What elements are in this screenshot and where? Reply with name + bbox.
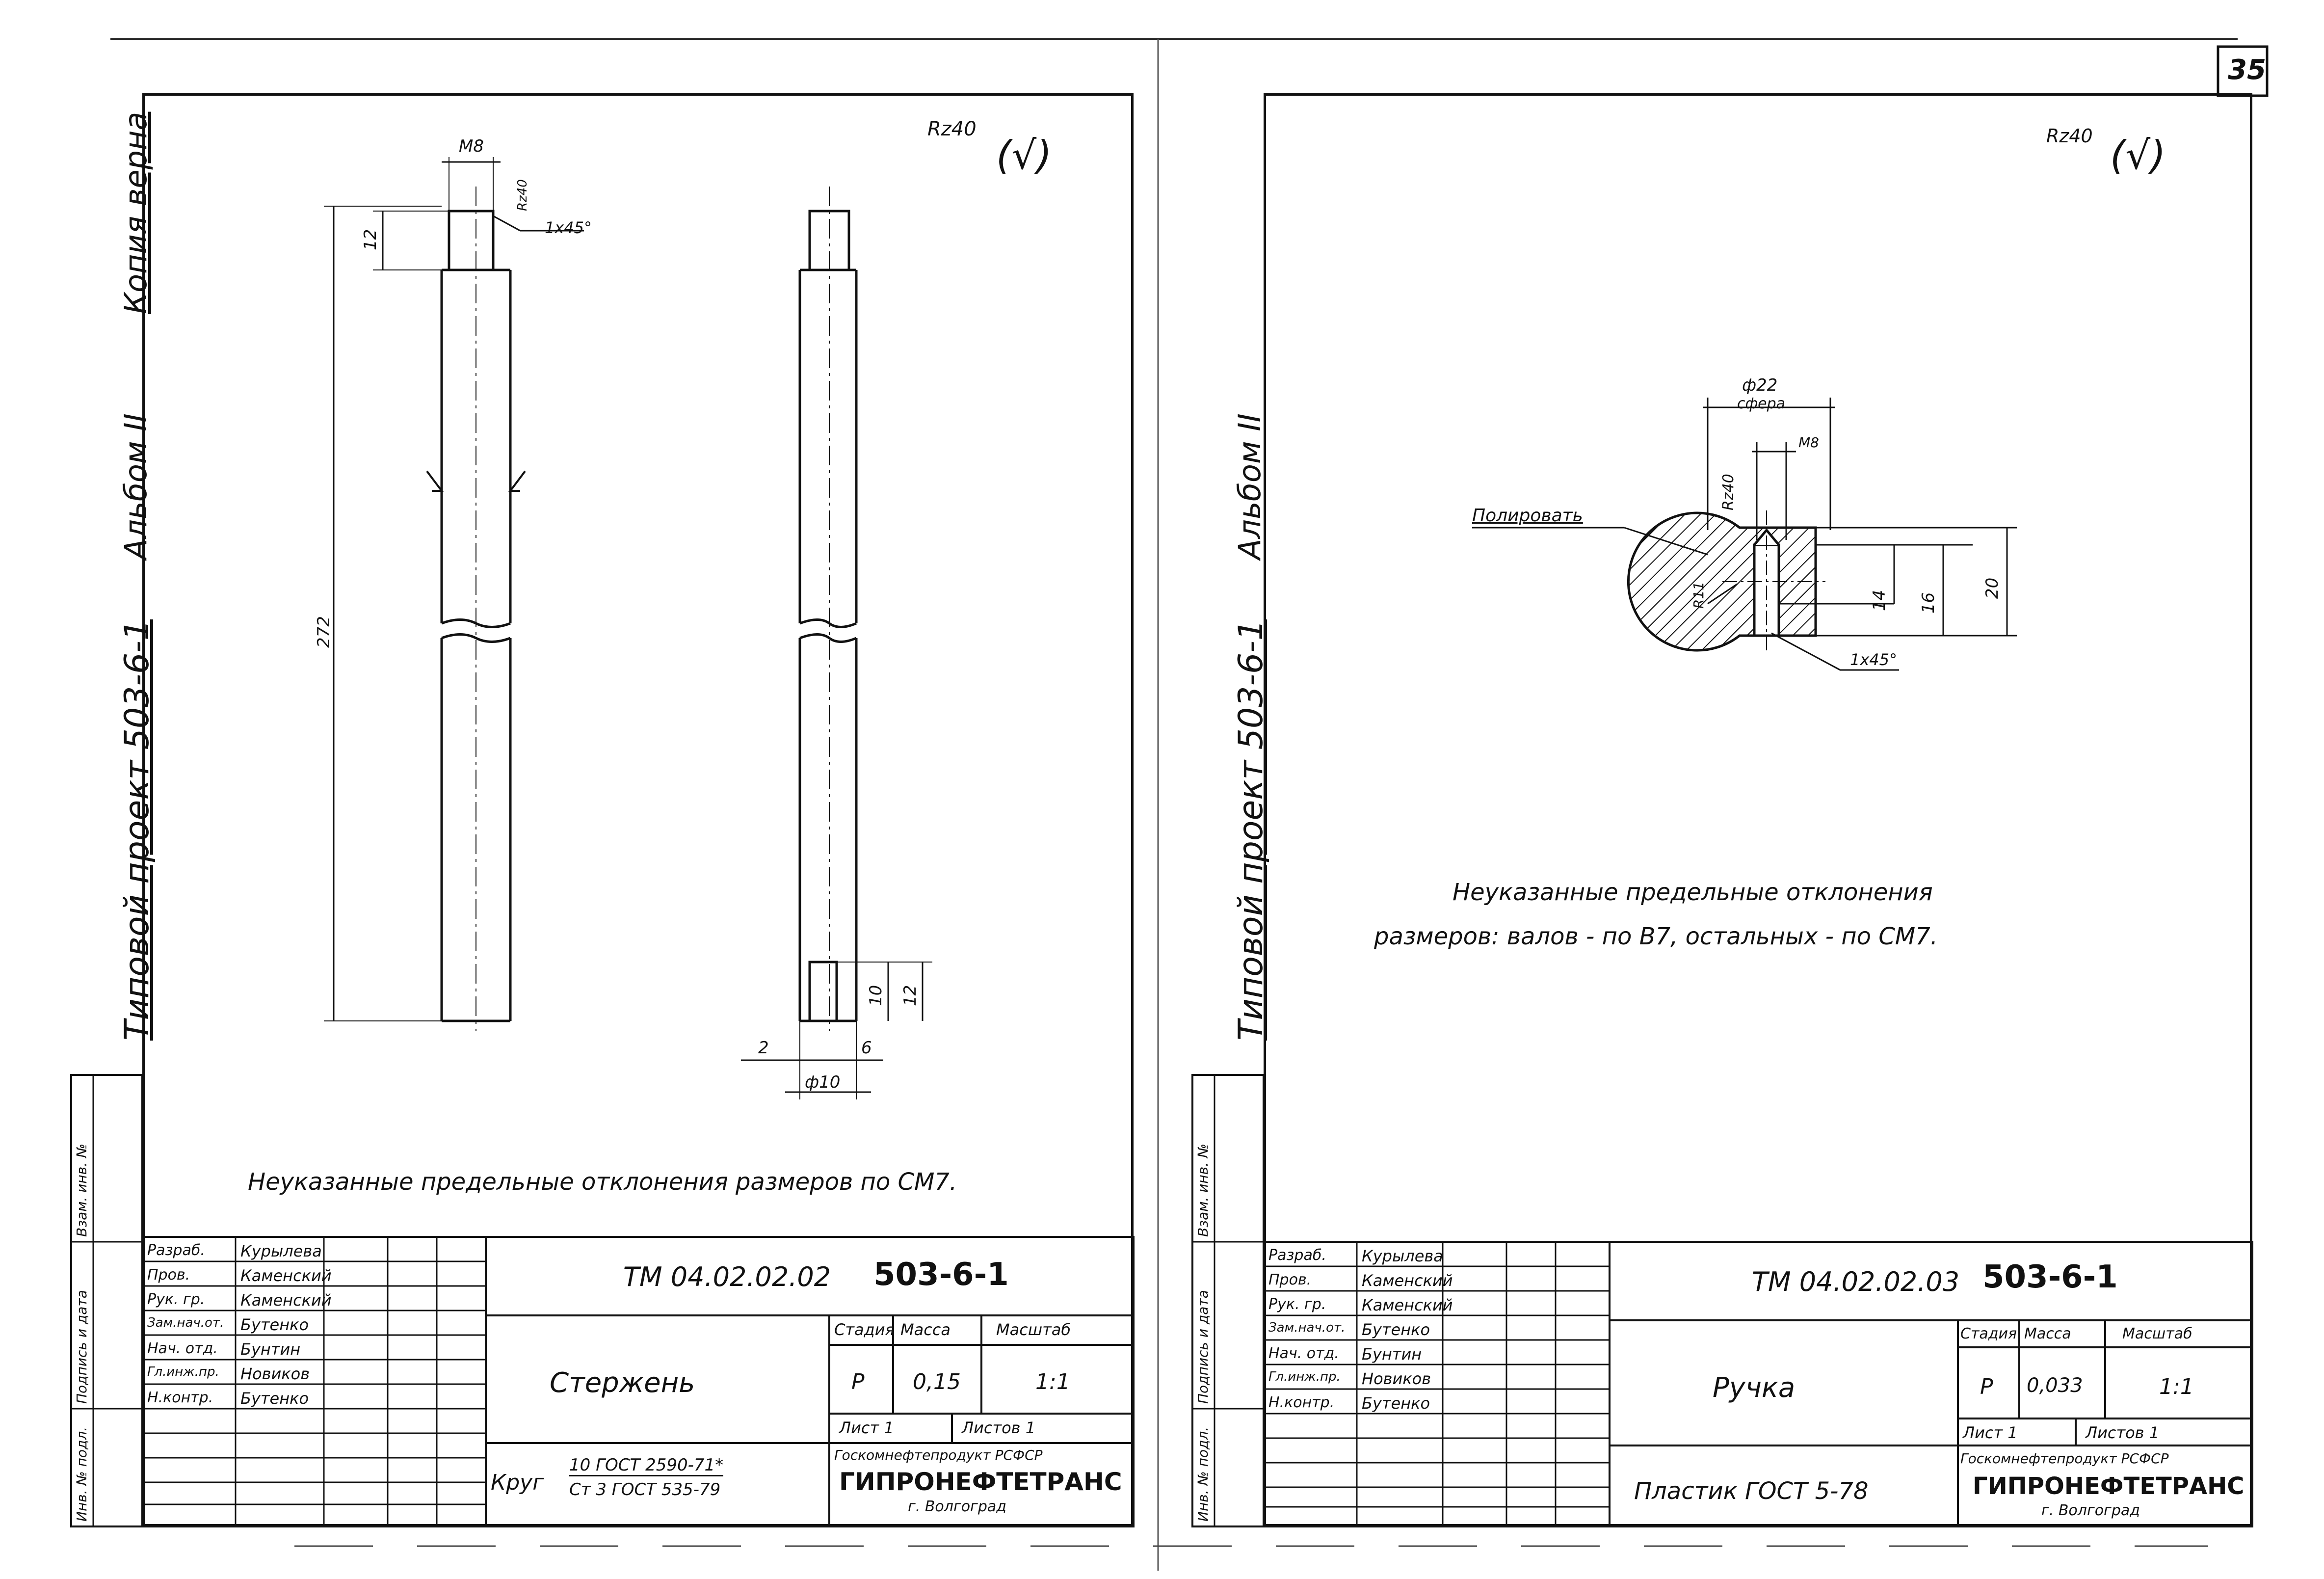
right-name-6: Бутенко	[1362, 1394, 1430, 1413]
left-org-city: г. Волгоград	[908, 1498, 1006, 1515]
right-stage: Р	[1980, 1374, 1993, 1399]
sheet-number: 35	[2228, 54, 2266, 86]
right-mass-label: Масса	[2024, 1325, 2071, 1342]
left-role-0: Разраб.	[147, 1242, 205, 1259]
right-roughness: Rz40	[2046, 125, 2093, 147]
right-role-3: Зам.нач.от.	[1268, 1320, 1346, 1335]
right-role-0: Разраб.	[1268, 1247, 1326, 1264]
right-role-1: Пров.	[1268, 1271, 1312, 1288]
left-stage-label: Стадия	[834, 1320, 895, 1339]
rod-dim-s1: 2	[758, 1038, 769, 1058]
left-mass-label: Масса	[900, 1320, 951, 1339]
left-role-4: Нач. отд.	[147, 1340, 218, 1357]
right-note-line2: размеров: валов - по В7, остальных - по …	[1374, 923, 1938, 950]
left-material-bottom: Ст 3 ГОСТ 535-79	[569, 1480, 721, 1499]
left-material-prefix: Круг	[491, 1470, 544, 1495]
left-drawing-frame	[142, 93, 1134, 1526]
left-mass: 0,15	[913, 1369, 961, 1394]
right-name-0: Курылева	[1362, 1247, 1443, 1265]
knob-dim-sphere-d: ф22	[1742, 375, 1778, 395]
left-name-4: Бунтин	[240, 1340, 301, 1359]
rod-dim-thread: M8	[459, 136, 484, 156]
left-role-1: Пров.	[147, 1266, 190, 1284]
left-scale: 1:1	[1035, 1369, 1070, 1394]
right-roughness-check: (√)	[2110, 133, 2166, 178]
left-name-6: Бутенко	[240, 1389, 309, 1408]
right-material: Пластик ГОСТ 5-78	[1634, 1477, 1869, 1505]
right-name-2: Каменский	[1362, 1296, 1453, 1314]
left-role-6: Н.контр.	[147, 1389, 213, 1406]
left-role-5: Гл.инж.пр.	[147, 1365, 219, 1379]
right-org-main: ГИПРОНЕФТЕТРАНС	[1973, 1472, 2245, 1500]
rod-dim-diam: ф10	[805, 1072, 841, 1092]
knob-dim-chamfer: 1x45°	[1850, 650, 1898, 669]
left-part-name: Стержень	[550, 1367, 695, 1399]
right-part-name: Ручка	[1713, 1372, 1796, 1404]
left-name-5: Новиков	[240, 1365, 310, 1383]
left-project-code: 503-6-1	[873, 1257, 1009, 1293]
left-org-top: Госкомнефтепродукт РСФСР	[834, 1447, 1043, 1463]
right-name-4: Бунтин	[1362, 1345, 1422, 1364]
left-roughness-check: (√)	[996, 133, 1052, 178]
right-scale-label: Масштаб	[2122, 1325, 2192, 1342]
right-sheet-label: Лист 1	[1963, 1423, 2018, 1442]
right-org-top: Госкомнефтепродукт РСФСР	[1960, 1450, 2169, 1467]
left-sheet-label: Лист 1	[839, 1418, 894, 1437]
left-org-main: ГИПРОНЕФТЕТРАНС	[839, 1468, 1122, 1496]
rod-dim-s2: 6	[861, 1038, 872, 1058]
knob-dim-polish: Полировать	[1472, 506, 1583, 526]
right-drawing-frame	[1264, 93, 2252, 1526]
right-role-4: Нач. отд.	[1268, 1345, 1339, 1362]
knob-dim-thread: M8	[1798, 434, 1819, 451]
left-roughness: Rz40	[927, 118, 977, 140]
left-name-3: Бутенко	[240, 1315, 309, 1334]
left-material-top: 10 ГОСТ 2590-71*	[569, 1455, 724, 1476]
right-name-3: Бутенко	[1362, 1320, 1430, 1339]
right-role-2: Рук. гр.	[1268, 1296, 1326, 1313]
right-name-5: Новиков	[1362, 1369, 1431, 1388]
left-name-2: Каменский	[240, 1291, 332, 1310]
left-name-1: Каменский	[240, 1266, 332, 1285]
right-project-code: 503-6-1	[1982, 1259, 2118, 1295]
right-name-1: Каменский	[1362, 1271, 1453, 1290]
right-sheets-label: Листов 1	[2086, 1423, 2160, 1442]
left-role-3: Зам.нач.от.	[147, 1315, 224, 1330]
right-note-line1: Неуказанные предельные отклонения	[1452, 879, 1933, 906]
right-org-city: г. Волгоград	[2041, 1502, 2140, 1519]
left-stage: Р	[851, 1369, 865, 1394]
left-note: Неуказанные предельные отклонения размер…	[248, 1168, 957, 1196]
right-role-5: Гл.инж.пр.	[1268, 1369, 1341, 1384]
right-role-6: Н.контр.	[1268, 1394, 1335, 1411]
right-stage-label: Стадия	[1960, 1325, 2017, 1342]
right-doc-code: ТМ 04.02.02.03	[1752, 1266, 1960, 1297]
knob-dim-sphere-label: сфера	[1737, 395, 1786, 412]
right-scale: 1:1	[2159, 1374, 2194, 1399]
left-scale-label: Масштаб	[996, 1320, 1071, 1339]
right-mass: 0,033	[2027, 1374, 2083, 1397]
left-doc-code: ТМ 04.02.02.02	[623, 1261, 831, 1292]
left-role-2: Рук. гр.	[147, 1291, 205, 1308]
left-sheets-label: Листов 1	[962, 1418, 1036, 1437]
rod-dim-chamfer: 1x45°	[545, 218, 592, 237]
left-name-0: Курылева	[240, 1242, 322, 1260]
